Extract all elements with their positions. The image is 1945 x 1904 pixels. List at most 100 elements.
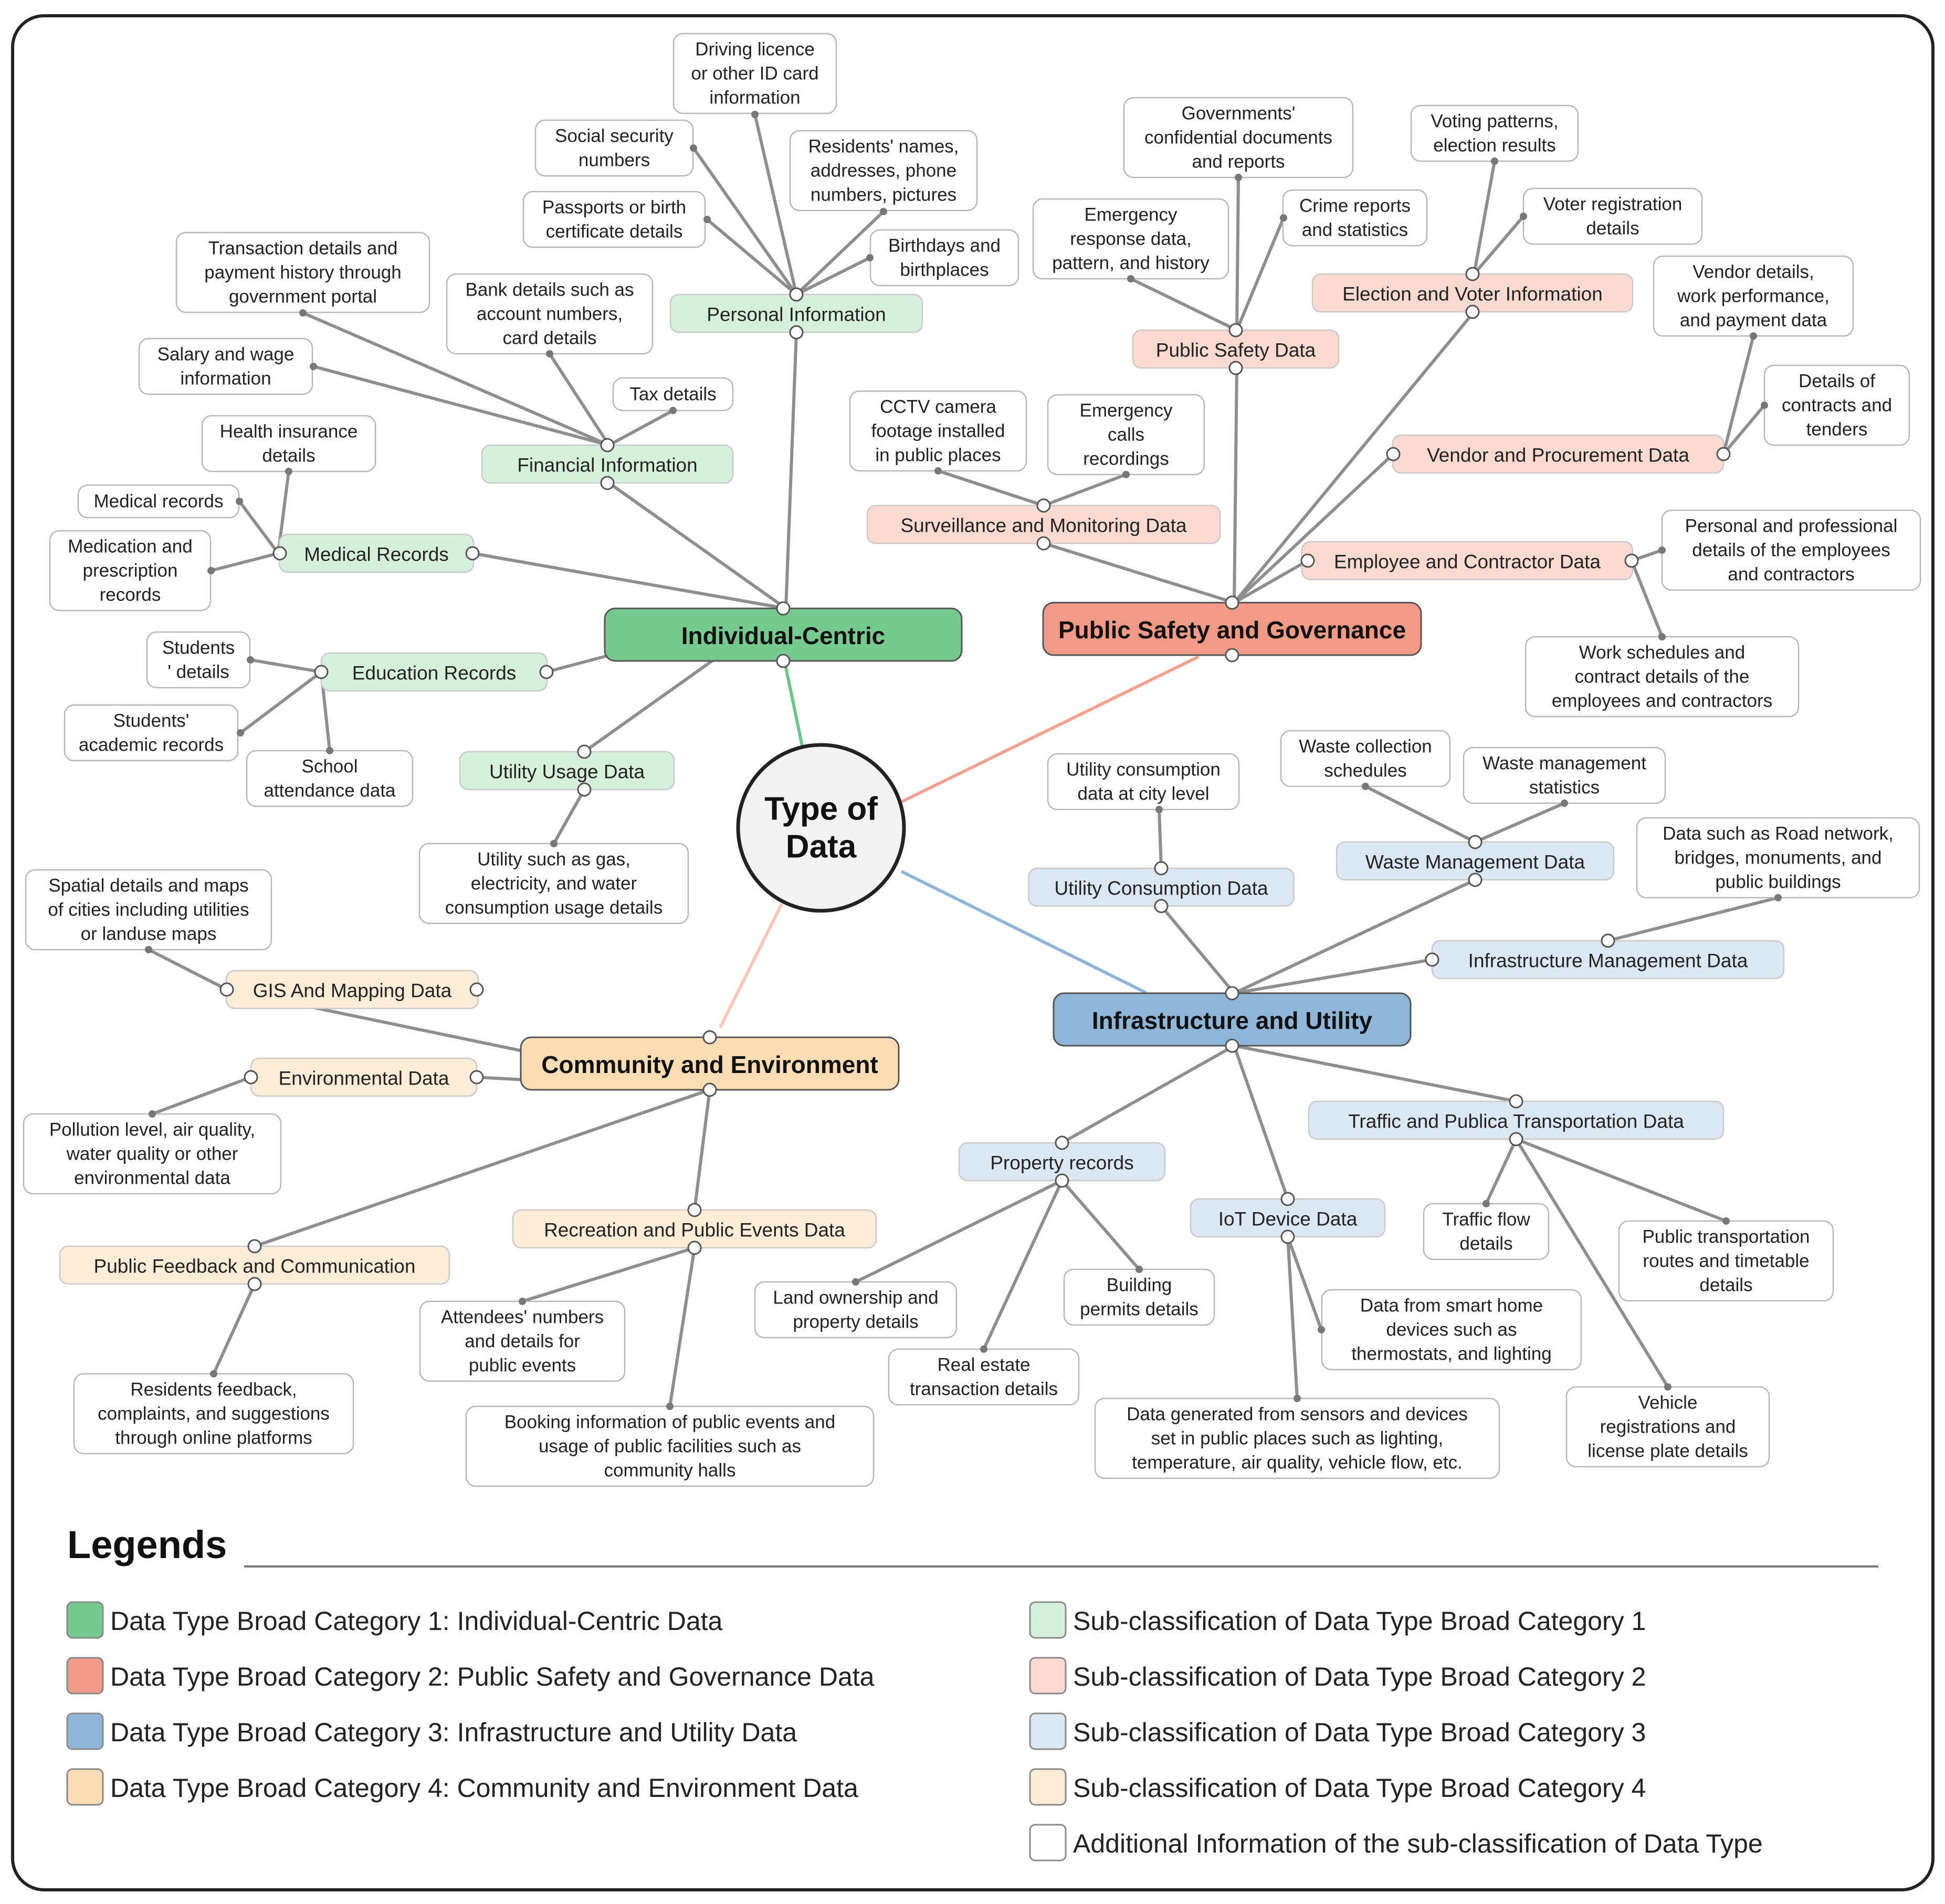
note-line: Voter registration — [1543, 194, 1683, 215]
sub-label: Vendor and Procurement Data — [1427, 445, 1689, 466]
connector-dot — [210, 1370, 217, 1377]
connector-knob — [1386, 447, 1401, 461]
connector-line — [795, 210, 885, 296]
connector-knob — [1036, 536, 1051, 551]
legend-item: Data Type Broad Category 2: Public Safet… — [66, 1657, 875, 1695]
connector-line — [1233, 878, 1476, 995]
note-line: Crime reports — [1299, 196, 1411, 216]
legend-item: Sub-classification of Data Type Broad Ca… — [1029, 1768, 1646, 1806]
connector-dot — [980, 1345, 987, 1353]
legend-swatch — [66, 1768, 104, 1806]
note-sensors: Data generated from sensors and devicess… — [1094, 1397, 1500, 1479]
connector-knob — [1601, 933, 1615, 948]
connector-line — [1233, 311, 1476, 604]
note-line: Traffic flow — [1442, 1209, 1530, 1230]
connector-line — [1043, 473, 1127, 507]
connector-knob — [702, 1030, 717, 1045]
note-line: bridges, monuments, and — [1675, 848, 1882, 868]
note-line: Utility consumption — [1066, 760, 1221, 780]
note-line: details — [1699, 1275, 1752, 1296]
note-line: card details — [503, 328, 597, 349]
connector-line — [238, 500, 280, 554]
legend-swatch — [1029, 1712, 1067, 1750]
connector-dot — [247, 656, 254, 664]
note-line: recordings — [1083, 449, 1169, 469]
connector-knob — [1280, 1229, 1295, 1244]
connector-knob — [600, 438, 615, 453]
note-line: details — [262, 446, 315, 466]
note-line: payment history through — [204, 262, 401, 283]
connector-dot — [1318, 1326, 1325, 1333]
connector-line — [1235, 177, 1240, 331]
connector-knob — [247, 1277, 262, 1291]
connector-dot — [1127, 275, 1134, 282]
sub-personal-information: Personal Information — [669, 293, 923, 333]
note-line: academic records — [79, 735, 224, 755]
sub-surveillance-monitoring-data: Surveillance and Monitoring Data — [866, 504, 1221, 544]
sub-label: Recreation and Public Events Data — [544, 1219, 845, 1241]
connector-knob — [1225, 1038, 1239, 1053]
legend-label: Data Type Broad Category 1: Individual-C… — [110, 1606, 723, 1636]
connector-dot — [1658, 633, 1666, 640]
sub-public-feedback-communication: Public Feedback and Communication — [59, 1245, 450, 1285]
category-individual: Individual-Centric — [604, 607, 963, 662]
note-line: statistics — [1529, 777, 1600, 798]
connector-knob — [789, 325, 804, 340]
connector-line — [250, 658, 322, 674]
legend-swatch — [1029, 1657, 1067, 1695]
note-line: and payment data — [1680, 310, 1827, 331]
connector-line — [302, 311, 610, 447]
sub-label: Financial Information — [517, 455, 697, 476]
note-line: numbers — [579, 150, 650, 171]
note-line: Residents' names, — [808, 136, 959, 157]
connector-knob — [1055, 1173, 1069, 1188]
connector-line — [548, 353, 611, 446]
connector-line — [1515, 1138, 1727, 1223]
note-line: environmental data — [74, 1168, 230, 1188]
connector-line — [1234, 958, 1433, 995]
connector-line — [151, 1076, 252, 1116]
legend-label: Sub-classification of Data Type Broad Ca… — [1073, 1718, 1646, 1747]
connector-dot — [310, 363, 317, 370]
category-infrastructure: Infrastructure and Utility — [1053, 992, 1412, 1047]
note-line: calls — [1108, 425, 1144, 445]
sub-utility-usage-data: Utility Usage Data — [459, 751, 675, 791]
connector-knob — [314, 665, 329, 679]
connector-dot — [866, 254, 874, 261]
connector-knob — [1468, 872, 1483, 887]
connector-knob — [1280, 1192, 1295, 1206]
note-line: Building — [1107, 1275, 1172, 1296]
note-line: devices such as — [1386, 1320, 1517, 1340]
note-line: public buildings — [1715, 872, 1841, 892]
note-line: Waste collection — [1299, 737, 1432, 757]
sub-label: Public Feedback and Communication — [94, 1256, 416, 1277]
connector-line — [1364, 785, 1476, 844]
legend-swatch — [1029, 1768, 1067, 1806]
legend-item: Data Type Broad Category 4: Community an… — [66, 1768, 858, 1806]
center-circle — [736, 743, 906, 913]
connector-knob — [1465, 267, 1480, 281]
note-line: Vehicle — [1638, 1393, 1698, 1413]
note-line: Driving licence — [695, 39, 815, 60]
note-line: Passports or birth — [542, 197, 686, 218]
connector-line — [522, 1246, 695, 1303]
sub-label: Election and Voter Information — [1342, 283, 1603, 305]
connector-knob — [577, 782, 592, 797]
connector-dot — [1561, 800, 1568, 807]
note-line: Land ownership and — [773, 1288, 938, 1308]
sub-gis-mapping-data: GIS And Mapping Data — [225, 970, 479, 1009]
note-line: temperature, air quality, vehicle flow, … — [1132, 1453, 1463, 1473]
connector-dot — [1362, 783, 1369, 790]
connector-knob — [469, 1070, 484, 1085]
connector-line — [795, 256, 871, 296]
